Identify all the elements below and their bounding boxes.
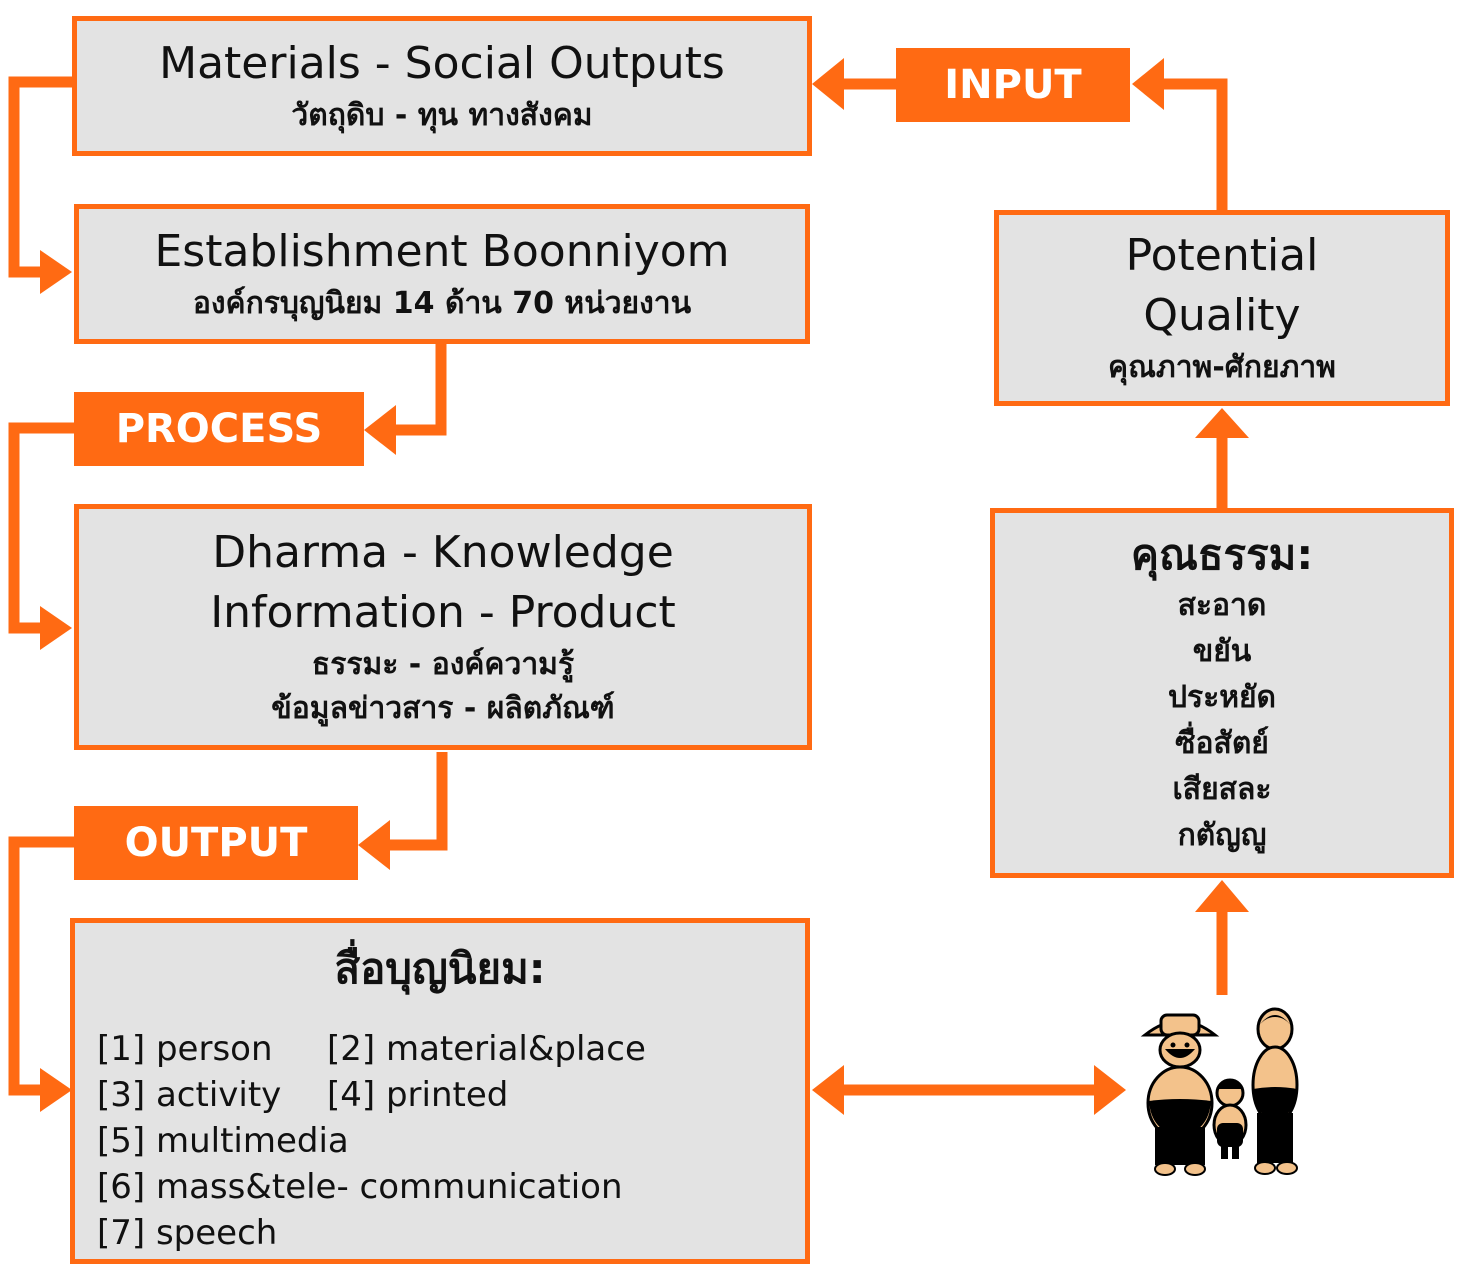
arrowhead-left <box>1132 58 1164 110</box>
dharma-box: Dharma - Knowledge Information - Product… <box>74 504 812 750</box>
media-item: [5] multimedia <box>97 1121 349 1161</box>
dharma-title-line1: Dharma - Knowledge <box>212 527 674 578</box>
establishment-title: Establishment Boonniyom <box>154 226 730 277</box>
media-item: [3] activity <box>97 1075 282 1115</box>
media-box: สื่อบุญนิยม: [1] person [2] material&pla… <box>70 918 810 1264</box>
establishment-subtitle: องค์กรบุญนิยม 14 ด้าน 70 หน่วยงาน <box>192 286 692 321</box>
materials-subtitle: วัตถุดิบ - ทุน ทางสังคม <box>291 98 593 133</box>
connector-dharma-to-output <box>385 752 448 851</box>
child-figure <box>1212 1078 1248 1159</box>
media-item: [2] material&place <box>327 1029 646 1069</box>
potential-subtitle: คุณภาพ-ศักยภาพ <box>1108 350 1336 385</box>
establishment-box: Establishment Boonniyom องค์กรบุญนิยม 14… <box>74 204 810 344</box>
materials-box: Materials - Social Outputs วัตถุดิบ - ทุ… <box>72 16 812 156</box>
arrowhead-right <box>1094 1065 1126 1115</box>
connector-potential-to-input <box>1158 78 1228 212</box>
output-label: OUTPUT <box>74 806 358 880</box>
potential-box: Potential Quality คุณภาพ-ศักยภาพ <box>994 210 1450 406</box>
virtues-title: คุณธรรม: <box>1130 530 1314 579</box>
dharma-subtitle-line2: ข้อมูลข่าวสาร - ผลิตภัณฑ์ <box>271 691 615 726</box>
virtues-box: คุณธรรม: สะอาด ขยัน ประหยัด ซื่อสัตย์ เส… <box>990 508 1454 878</box>
arrowhead-up <box>1195 880 1249 912</box>
adult-figure <box>1251 1007 1299 1175</box>
connector-materials-to-establishment <box>8 76 74 278</box>
dharma-title-line2: Information - Product <box>210 587 676 638</box>
dharma-subtitle-line1: ธรรมะ - องค์ความรู้ <box>311 647 575 682</box>
arrowhead-left <box>358 820 390 870</box>
arrowhead-up <box>1195 408 1249 438</box>
arrowhead-right <box>40 1068 72 1112</box>
media-item: [1] person <box>97 1029 273 1069</box>
virtue-item: กตัญญู <box>1177 818 1267 853</box>
virtue-item: ขยัน <box>1192 634 1252 669</box>
process-label: PROCESS <box>74 392 364 466</box>
media-item: [7] speech <box>97 1213 278 1253</box>
media-item: [4] printed <box>327 1075 509 1115</box>
arrowhead-left <box>812 1065 844 1115</box>
potential-title-line2: Quality <box>1143 290 1301 341</box>
materials-title: Materials - Social Outputs <box>159 38 725 89</box>
connector-establishment-to-process <box>392 342 447 436</box>
input-label: INPUT <box>896 48 1130 122</box>
arrowhead-right <box>40 250 72 294</box>
connector-output-to-media <box>8 836 74 1096</box>
arrowhead-right <box>40 606 72 650</box>
virtue-item: ซื่อสัตย์ <box>1175 726 1269 761</box>
media-item: [6] mass&tele- communication <box>97 1167 623 1207</box>
potential-title-line1: Potential <box>1125 230 1319 281</box>
arrowhead-left <box>364 405 396 455</box>
family-people-icon <box>1140 1007 1299 1176</box>
virtue-item: เสียสละ <box>1172 772 1272 807</box>
media-title: สื่อบุญนิยม: <box>334 944 546 993</box>
virtue-item: สะอาด <box>1177 588 1267 623</box>
connector-process-to-dharma <box>8 422 74 634</box>
adult-with-hat-figure <box>1140 1013 1220 1176</box>
arrowhead-left <box>812 58 844 110</box>
virtue-item: ประหยัด <box>1167 680 1277 715</box>
